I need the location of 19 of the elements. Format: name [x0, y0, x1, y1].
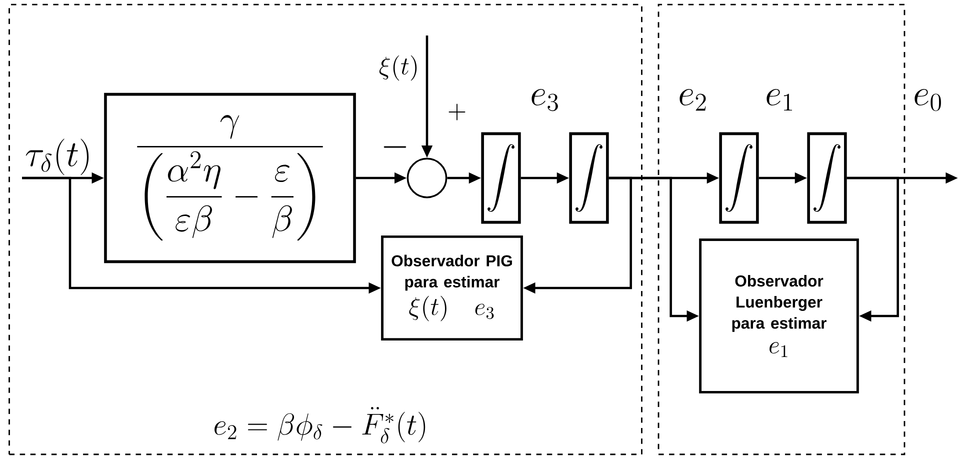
input-label: $\tau_\delta(t)$ — [26, 138, 89, 176]
signal-label: $e_3$ — [532, 89, 558, 112]
disturbance-label: $\xi(t)$ — [379, 55, 417, 81]
dashed-region — [658, 4, 906, 456]
arrow — [846, 176, 899, 322]
signal-label: $e_2$ — [680, 89, 706, 111]
sign-label: $-$ — [384, 146, 406, 148]
summing-junction — [406, 158, 448, 198]
integrator-box: $\int$ — [807, 132, 847, 224]
equation: $e_2 = \beta\phi_\delta - \ddot{F}^{*}_{\delta}(t)$ — [214, 406, 426, 444]
observer-box: Observador PIG para estimar $\xi(t)\quad e_3$ — [381, 235, 523, 341]
integrator-box: $\int$ — [569, 132, 609, 224]
integrator-box: $\int$ — [719, 132, 759, 224]
sign-label: $+$ — [448, 104, 466, 120]
signal-label: $e_0$ — [914, 89, 941, 112]
transfer-function-box: $\frac{\gamma}{\left(\dfrac{\alpha^2\eta}{\varepsilon\beta}-\dfrac{\varepsilon}{\beta}\right)}$ — [104, 92, 356, 264]
integrator-box: $\int$ — [481, 132, 521, 224]
observer-box: Observador Luenberger para estimar $e_1$ — [699, 238, 859, 394]
signal-label: $e_1$ — [766, 89, 792, 111]
